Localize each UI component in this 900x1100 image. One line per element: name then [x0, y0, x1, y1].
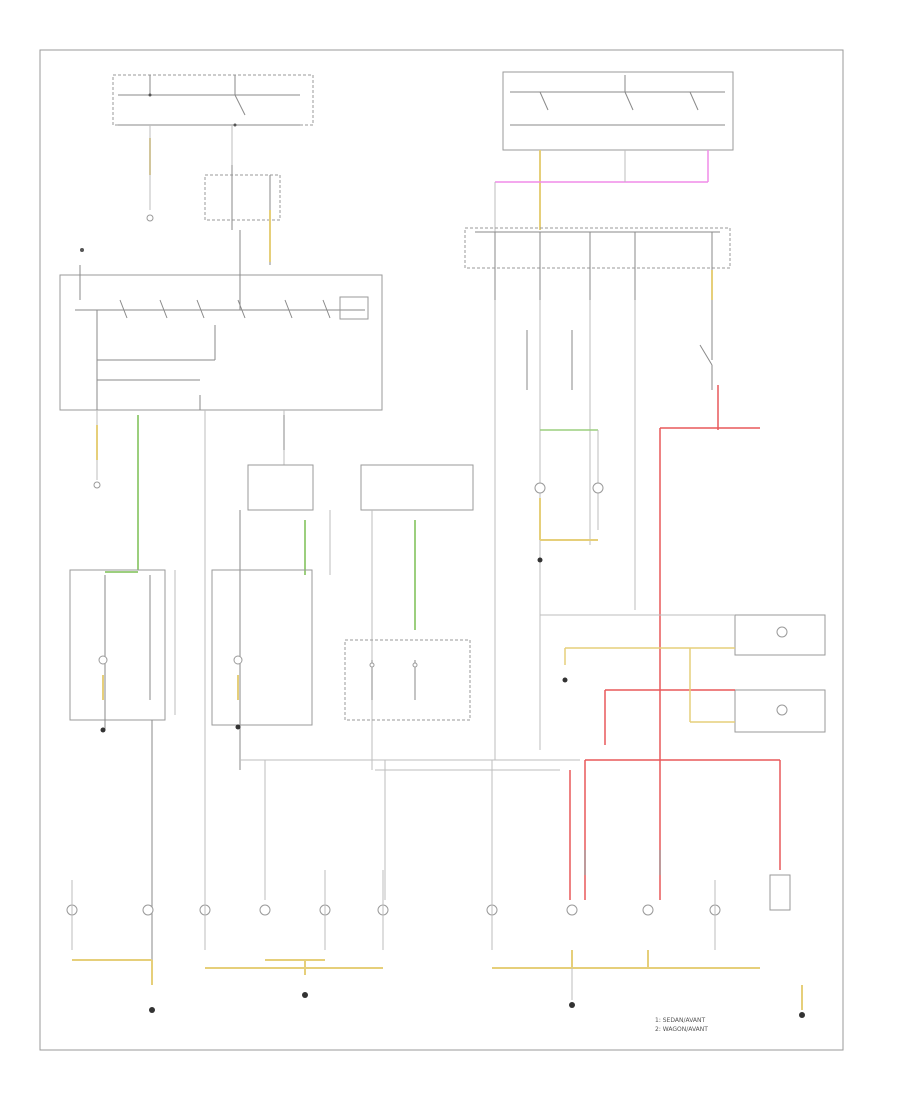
light-switch-group — [112, 74, 314, 127]
rear-lamps-left — [66, 760, 389, 1013]
center-brake-lamp — [534, 429, 604, 563]
legend: 1: SEDAN/AVANT 2: WAGON/AVANT — [655, 1017, 708, 1033]
turn-signal-module-center — [211, 569, 313, 730]
fuse-block-left — [204, 165, 281, 265]
legend-line-1: 1: SEDAN/AVANT — [655, 1017, 706, 1024]
rear-lamp-modules-right — [540, 614, 826, 745]
relay-block — [344, 639, 471, 721]
legend-line-2: 2: WAGON/AVANT — [655, 1026, 708, 1033]
ignition-switch — [502, 71, 734, 151]
brake-light-switch — [699, 340, 713, 390]
rear-lamps-right — [486, 760, 805, 1018]
lamp-select-box — [239, 464, 474, 770]
emergency-flasher-switch — [59, 230, 383, 411]
turn-signal-module-left — [69, 569, 166, 730]
diagram-frame — [39, 49, 844, 1051]
fuse-panel-right — [464, 227, 731, 340]
